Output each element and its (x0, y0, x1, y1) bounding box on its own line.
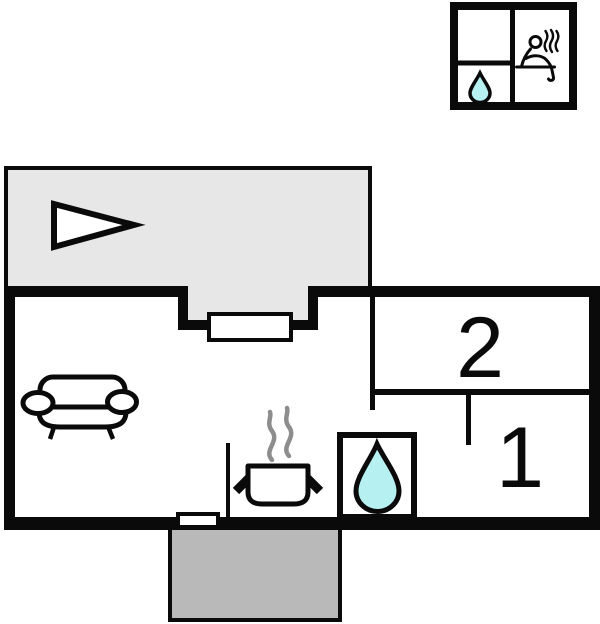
sauna-person-back (520, 47, 532, 68)
wall-notch-left (178, 286, 188, 330)
kitchen (232, 405, 324, 507)
steam-icon (267, 409, 277, 463)
window-top (207, 312, 293, 342)
wall-room2-bottom (370, 389, 594, 395)
wall-right (589, 286, 600, 530)
sauna-annex (450, 2, 577, 110)
outer-walls (4, 286, 600, 530)
water-drop-icon (468, 69, 492, 105)
porch-area (168, 520, 342, 622)
wall-top-right (308, 286, 600, 297)
wall-kitchen-counter (226, 443, 230, 517)
cooking-pot-icon (245, 463, 311, 507)
sauna-person-icon (515, 28, 560, 82)
wall-left (4, 286, 15, 530)
wall-bottom (4, 517, 600, 530)
water-drop-icon (353, 437, 402, 514)
room-1-label: 1 (496, 410, 544, 506)
bathroom (337, 432, 417, 520)
sofa-icon (20, 374, 139, 440)
sofa-armrest-left (20, 390, 56, 416)
interior-walls (226, 297, 594, 517)
room-2-label: 2 (456, 300, 504, 396)
steam-icon (548, 28, 555, 54)
sofa-armrest-right (105, 389, 139, 415)
direction-arrow-icon (51, 200, 146, 251)
steam-icon (554, 29, 560, 53)
wall-notch-right (308, 286, 318, 330)
steam-icon (284, 405, 294, 459)
steam-icon (543, 29, 549, 53)
wall-living-hall (370, 297, 375, 410)
wall-top-left (4, 286, 188, 297)
terrace (4, 166, 372, 322)
window-bottom (176, 512, 220, 529)
wall-room1-stub (466, 389, 471, 445)
sauna-person-head (528, 35, 543, 49)
